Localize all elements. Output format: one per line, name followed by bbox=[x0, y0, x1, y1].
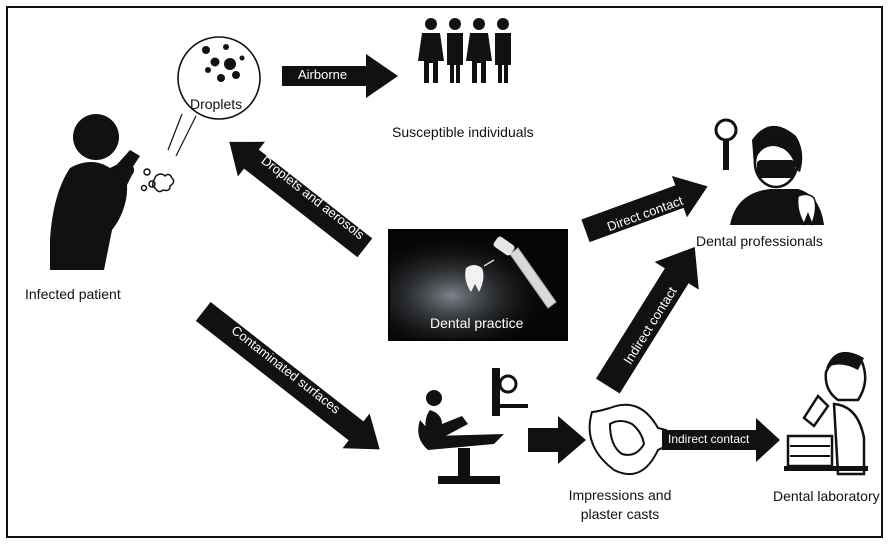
dental-drill-icon bbox=[483, 236, 557, 309]
airborne-label: Airborne bbox=[298, 67, 348, 82]
susceptible-individuals-label: Susceptible individuals bbox=[392, 124, 534, 140]
indirect-contact-lab-arrow bbox=[662, 418, 780, 462]
dental-chair-icon bbox=[418, 368, 528, 484]
cough-puff-icon bbox=[140, 168, 175, 193]
impressions-label-line2: plaster casts bbox=[580, 506, 660, 522]
infected-patient-label: Infected patient bbox=[25, 286, 121, 302]
tooth-icon bbox=[465, 265, 484, 292]
contaminated-surfaces-arrow bbox=[195, 301, 380, 450]
dental-laboratory-label: Dental laboratory bbox=[773, 488, 880, 504]
arrows bbox=[195, 54, 780, 464]
impressions-label-line1: Impressions and bbox=[568, 487, 672, 503]
dental-practice-panel bbox=[388, 229, 568, 341]
dentist-icon bbox=[714, 118, 824, 227]
people-group-icon bbox=[418, 18, 511, 83]
indirect-contact-up-arrow bbox=[595, 246, 699, 394]
airborne-arrow bbox=[282, 54, 398, 98]
lab-technician-icon bbox=[784, 351, 868, 476]
direct-contact-arrow bbox=[581, 175, 708, 243]
indirect-contact-lab-label: Indirect contact bbox=[668, 432, 750, 446]
droplets-label: Droplets bbox=[190, 96, 243, 112]
dental-practice-label: Dental practice bbox=[430, 315, 524, 331]
droplets-aerosols-arrow bbox=[229, 141, 373, 258]
coughing-person-icon bbox=[50, 114, 140, 270]
droplets-bubble-icon bbox=[167, 36, 261, 157]
dental-professionals-label: Dental professionals bbox=[696, 233, 823, 249]
chair-to-tray-arrow bbox=[528, 416, 586, 464]
